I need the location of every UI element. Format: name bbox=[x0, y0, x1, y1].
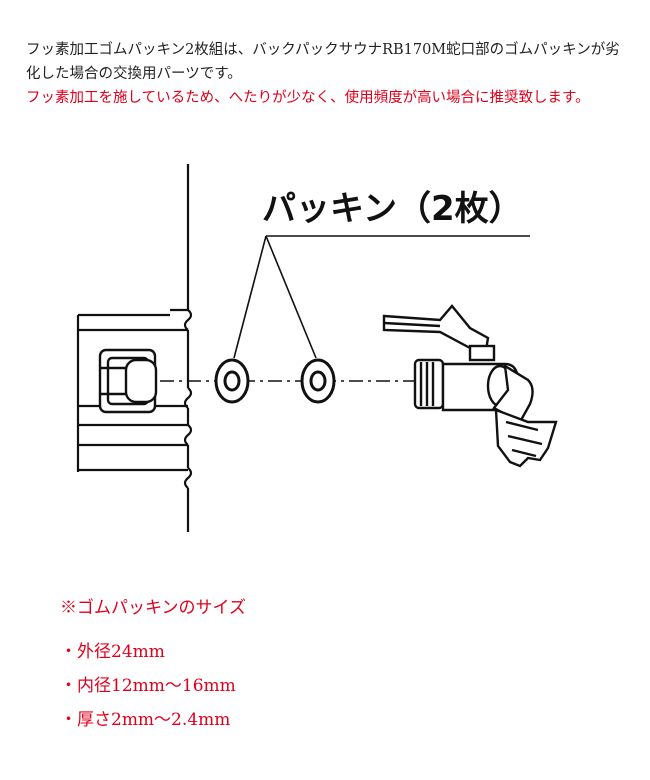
packing-diagram-svg: パッキン（2枚） bbox=[76, 164, 558, 532]
size-specs: ※ゴムパッキンのサイズ ・外径24mm ・内径12mm～16mm ・厚さ2mm～… bbox=[60, 596, 246, 742]
spec-list: ・外径24mm ・内径12mm～16mm ・厚さ2mm～2.4mm bbox=[60, 640, 246, 732]
spec-thickness: ・厚さ2mm～2.4mm bbox=[60, 710, 231, 730]
tank-body bbox=[76, 164, 193, 532]
intro-recommendation: フッ素加工を施しているため、へたりが少なく、使用頻度が高い場合に推奨致します。 bbox=[26, 90, 590, 106]
intro-text: フッ素加工ゴムパッキン2枚組は、バックパックサウナRB170M蛇口部のゴムパッキ… bbox=[26, 38, 626, 110]
tank-fitting-nut bbox=[98, 348, 158, 414]
spec-inner-diameter: ・内径12mm～16mm bbox=[60, 676, 236, 696]
callout-leader bbox=[233, 235, 530, 359]
spec-outer-diameter: ・外径24mm bbox=[60, 642, 165, 662]
faucet bbox=[382, 304, 558, 468]
packing-label: パッキン（2枚） bbox=[262, 189, 523, 229]
packing-diagram: パッキン（2枚） bbox=[0, 160, 650, 550]
packing-washer-left bbox=[214, 358, 250, 404]
spec-title: ※ゴムパッキンのサイズ bbox=[60, 598, 246, 618]
packing-washer-right bbox=[300, 358, 336, 404]
intro-description: フッ素加工ゴムパッキン2枚組は、バックパックサウナRB170M蛇口部のゴムパッキ… bbox=[26, 42, 620, 82]
